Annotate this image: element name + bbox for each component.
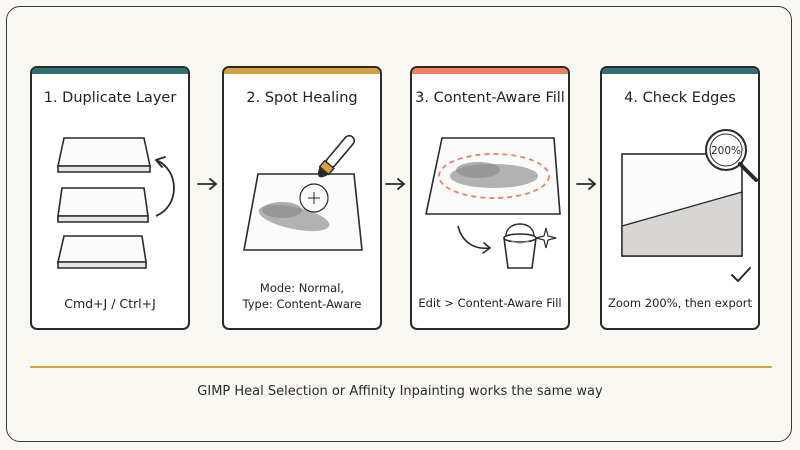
step-color-bar xyxy=(224,68,380,74)
zoom-level-label: 200% xyxy=(711,145,741,157)
step-card-spot-healing: 2. Spot Healing Mode: Normal, Type: Cont… xyxy=(222,66,382,330)
stacked-layers-icon xyxy=(56,137,175,269)
step-color-bar xyxy=(412,68,568,74)
step-color-bar xyxy=(32,68,188,74)
arrow-right-icon xyxy=(385,178,406,190)
outer-frame xyxy=(6,6,792,442)
fill-bucket-icon xyxy=(425,137,561,269)
step-card-check-edges: 4. Check Edges 200% Zoom 200%, then expo… xyxy=(600,66,760,330)
divider-line xyxy=(30,366,772,368)
step-color-bar xyxy=(602,68,758,74)
step-caption: Edit > Content-Aware Fill xyxy=(418,296,562,310)
step-title: 1. Duplicate Layer xyxy=(43,90,177,106)
magnifier-icon: 200% xyxy=(621,129,758,257)
step-caption: Zoom 200%, then export xyxy=(607,296,753,310)
step-card-duplicate-layer: 1. Duplicate Layer Cmd+J / Ctrl+J xyxy=(30,66,190,330)
healing-brush-icon xyxy=(243,134,363,251)
step-title: 2. Spot Healing xyxy=(246,90,358,106)
step-title: 4. Check Edges xyxy=(624,90,736,106)
checkmark-icon xyxy=(731,267,751,282)
footer-note: GIMP Heal Selection or Affinity Inpainti… xyxy=(197,384,603,399)
step-card-content-aware-fill: 3. Content-Aware Fill Edit > Content-Awa… xyxy=(410,66,570,330)
step-caption-line: Mode: Normal, xyxy=(259,281,345,295)
arrow-right-icon xyxy=(576,178,597,190)
arrow-right-icon xyxy=(197,178,218,190)
step-caption-line: Type: Content-Aware xyxy=(242,297,362,311)
step-caption: Cmd+J / Ctrl+J xyxy=(64,296,156,311)
step-title: 3. Content-Aware Fill xyxy=(415,90,565,106)
